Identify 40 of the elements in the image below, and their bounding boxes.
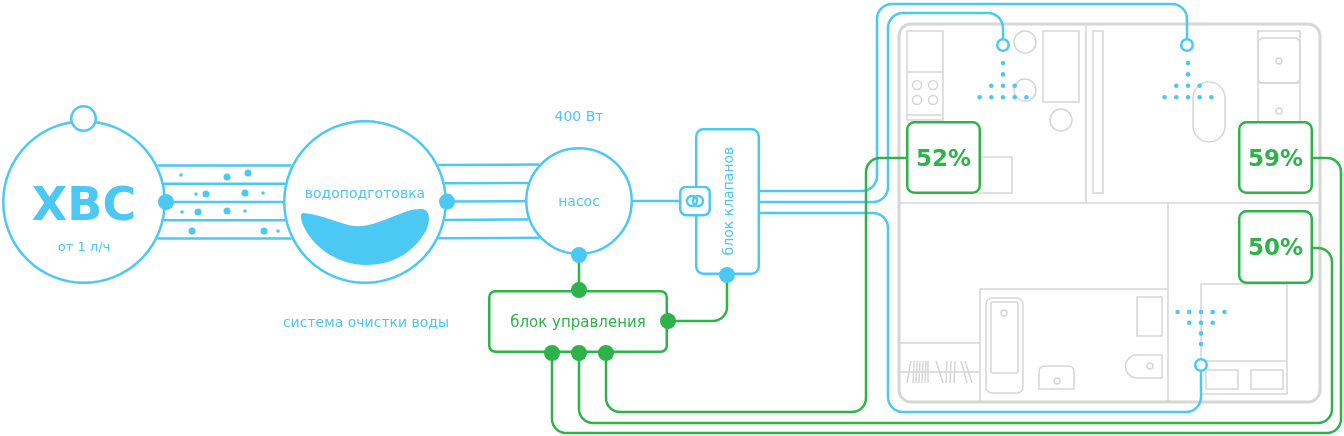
- humidity-sensor-box: [1238, 210, 1313, 284]
- source-circle: [2, 120, 166, 284]
- node-label: водоподготовка: [304, 186, 426, 200]
- pipe-line: [158, 194, 283, 210]
- nozzle-circle: [1180, 38, 1194, 52]
- connector-line: [571, 247, 587, 298]
- connector-line: [633, 185, 711, 217]
- node-label: блок управления: [510, 314, 646, 330]
- node-sublabel: от 1 л/ч: [57, 239, 111, 253]
- connector-line: [598, 156, 906, 414]
- node-caption: система очистки воды: [282, 315, 450, 329]
- connector-line: [760, 11, 1005, 204]
- pipe-line: [439, 193, 525, 210]
- connector-line: [544, 156, 1343, 435]
- node-label: блок клапанов: [720, 146, 735, 256]
- valve-block-box: [695, 128, 760, 275]
- connector-line: [760, 211, 1203, 414]
- node-caption: 400 Вт: [554, 109, 604, 123]
- pipe-line: [163, 182, 286, 185]
- pipe-line: [444, 181, 529, 185]
- nozzle-circle: [996, 38, 1010, 52]
- nozzle-circle: [1194, 358, 1208, 372]
- node-label: 52%: [915, 146, 972, 170]
- pipe-line: [157, 164, 292, 167]
- humidity-sensor-box: [1238, 121, 1313, 194]
- node-label: насос: [558, 194, 600, 208]
- connector-line: [571, 246, 1334, 425]
- pump-circle: [525, 147, 633, 255]
- node-label: ХВС: [31, 181, 137, 227]
- connector-line: [660, 267, 735, 329]
- node-label: 59%: [1247, 146, 1304, 170]
- pipe-line: [157, 237, 292, 240]
- control-unit-box: [488, 290, 668, 353]
- node-label: 50%: [1247, 235, 1304, 259]
- connector-line: [760, 2, 1189, 193]
- pipe-line: [163, 219, 286, 222]
- pipe-line: [438, 163, 540, 167]
- humidity-sensor-box: [906, 121, 981, 194]
- pipe-line: [438, 236, 540, 240]
- pipe-line: [445, 218, 529, 222]
